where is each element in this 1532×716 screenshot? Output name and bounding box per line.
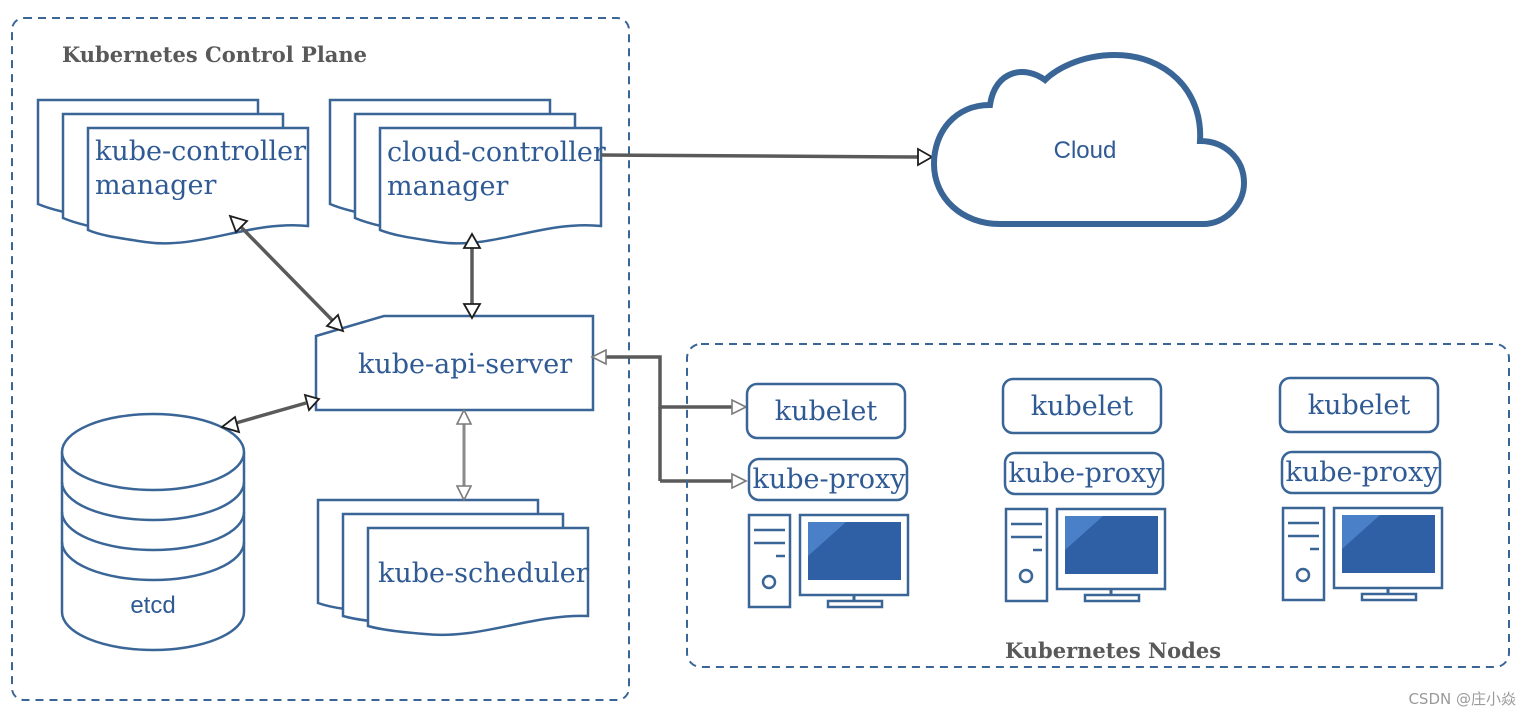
kubelet-label: kubelet xyxy=(1031,391,1134,422)
etcd-database: etcd xyxy=(60,412,246,652)
watermark: CSDN @庄小焱 xyxy=(1408,690,1516,708)
kube-controller-manager-label-line1: kube-controller xyxy=(95,136,306,167)
kubelet-box xyxy=(745,382,907,440)
control-plane-region xyxy=(11,17,630,701)
node-1: kubelet kube-proxy xyxy=(745,382,910,609)
cloud: Cloud xyxy=(930,51,1248,227)
control-plane-title: Kubernetes Control Plane xyxy=(62,42,367,67)
kube-proxy-box xyxy=(1280,450,1442,495)
kubelet-box xyxy=(1001,377,1163,435)
computer-icon xyxy=(747,513,910,609)
node-3: kubelet kube-proxy xyxy=(1278,376,1444,602)
kube-proxy-box xyxy=(1003,451,1165,496)
kube-proxy-label: kube-proxy xyxy=(1008,458,1162,489)
cloud-controller-manager-label-line1: cloud-controller xyxy=(387,137,606,168)
kube-api-server-label: kube-api-server xyxy=(358,349,572,380)
cloud-controller-manager: cloud-controller manager xyxy=(328,98,606,245)
kube-controller-manager-label-line2: manager xyxy=(95,170,216,201)
computer-icon xyxy=(1004,507,1167,603)
connector-controller-to-api xyxy=(228,214,345,333)
etcd-label: etcd xyxy=(130,592,175,619)
computer-icon xyxy=(1281,506,1444,602)
kube-api-server: kube-api-server xyxy=(314,314,595,412)
kube-proxy-label: kube-proxy xyxy=(1285,457,1439,488)
nodes-region xyxy=(686,343,1510,668)
connector-api-to-node xyxy=(590,348,748,490)
kube-scheduler-label: kube-scheduler xyxy=(378,558,589,589)
connector-cloud-controller-to-cloud xyxy=(600,147,934,167)
nodes-title: Kubernetes Nodes xyxy=(1005,638,1221,663)
connector-scheduler-to-api xyxy=(455,408,473,502)
connector-etcd-to-api xyxy=(220,393,321,434)
kubelet-label: kubelet xyxy=(1308,390,1411,421)
node-2: kubelet kube-proxy xyxy=(1001,377,1167,603)
kubelet-box xyxy=(1278,376,1440,434)
kube-scheduler: kube-scheduler xyxy=(316,498,590,637)
kube-proxy-label: kube-proxy xyxy=(752,464,906,495)
kube-controller-manager: kube-controller manager xyxy=(36,98,310,245)
cloud-label: Cloud xyxy=(1054,137,1117,164)
cloud-controller-manager-label-line2: manager xyxy=(387,171,508,202)
kubelet-label: kubelet xyxy=(775,396,878,427)
kube-proxy-box xyxy=(747,457,909,502)
connector-cloud-controller-to-api xyxy=(462,232,482,320)
